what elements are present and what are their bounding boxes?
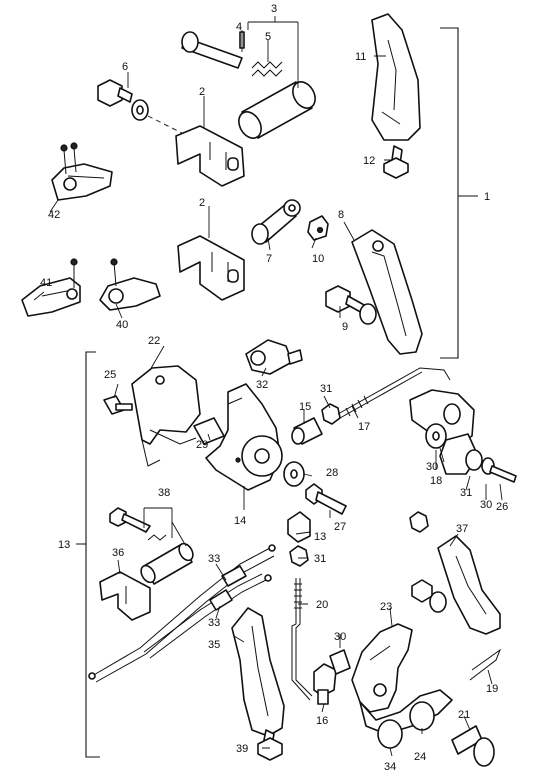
callout-20: 20 xyxy=(316,599,328,611)
callout-13-left: 13 xyxy=(58,539,70,551)
clip-19 xyxy=(469,648,502,681)
callout-34: 34 xyxy=(384,761,396,773)
group-1-bracket xyxy=(440,27,478,359)
clip-40 xyxy=(99,258,161,311)
nut-31-middle xyxy=(289,545,309,567)
sleeve-38 xyxy=(140,542,194,585)
collar-29 xyxy=(193,417,225,445)
pin-21 xyxy=(451,725,495,767)
callout-23: 23 xyxy=(380,601,392,613)
callout-33-lower: 33 xyxy=(208,617,220,629)
lever-arm-11 xyxy=(371,13,421,141)
callout-2-lower: 2 xyxy=(199,197,205,209)
bolt-27 xyxy=(305,483,347,515)
bolt-12 xyxy=(383,145,409,179)
sleeve-part xyxy=(238,81,316,139)
bolt-part xyxy=(181,31,245,69)
callout-37: 37 xyxy=(456,523,468,535)
collar-30-lower xyxy=(329,649,351,675)
main-lever-14 xyxy=(205,383,283,491)
plate-23 xyxy=(351,623,453,735)
callout-35: 35 xyxy=(208,639,220,651)
callout-11: 11 xyxy=(355,51,366,63)
callout-18: 18 xyxy=(430,475,442,487)
callout-13-joint: 13 xyxy=(314,531,326,543)
screw-25 xyxy=(103,395,133,415)
callout-40: 40 xyxy=(116,319,128,331)
bushing-15 xyxy=(291,417,323,445)
group-13-bracket xyxy=(76,351,100,758)
lever-arm-8 xyxy=(351,229,423,355)
clip-41 xyxy=(21,258,81,317)
callout-22: 22 xyxy=(148,335,160,347)
callout-32: 32 xyxy=(256,379,268,391)
bracket-2-upper xyxy=(175,125,245,187)
nut-31-upper xyxy=(321,403,341,425)
washer-24 xyxy=(409,701,435,731)
leader-lines xyxy=(33,16,503,757)
bolt-39 xyxy=(257,729,283,761)
callout-24: 24 xyxy=(414,751,426,763)
callout-41: 41 xyxy=(40,277,52,289)
callout-21: 21 xyxy=(458,709,470,721)
spring-part xyxy=(251,61,283,77)
callout-36: 36 xyxy=(112,547,124,559)
callout-25: 25 xyxy=(104,369,116,381)
washer-28 xyxy=(283,461,305,487)
callout-3: 3 xyxy=(271,3,277,15)
cable-33 xyxy=(88,544,276,683)
callout-12: 12 xyxy=(363,155,375,167)
callout-30-collar: 30 xyxy=(334,631,346,643)
callout-17: 17 xyxy=(358,421,370,433)
callout-1: 1 xyxy=(484,191,490,203)
bracket-36 xyxy=(99,571,151,621)
callout-10: 10 xyxy=(312,253,324,265)
lever-arm-35 xyxy=(231,607,285,737)
callout-42: 42 xyxy=(48,209,60,221)
callout-4: 4 xyxy=(236,21,242,33)
callout-31-middle: 31 xyxy=(314,553,326,565)
washer-34 xyxy=(377,719,403,749)
rod-20 xyxy=(291,578,313,701)
callout-31-bracket: 31 xyxy=(460,487,472,499)
callout-8: 8 xyxy=(338,209,344,221)
callout-26: 26 xyxy=(496,501,508,513)
callout-14: 14 xyxy=(234,515,246,527)
callout-38: 38 xyxy=(158,487,170,499)
bracket-18 xyxy=(409,389,517,483)
bolt-washer-lower xyxy=(411,579,447,613)
callout-2-upper: 2 xyxy=(199,86,205,98)
joint-13 xyxy=(287,511,311,543)
bolt-38 xyxy=(109,507,167,541)
clip-10 xyxy=(307,215,329,241)
callout-27: 27 xyxy=(334,521,346,533)
lever-arm-37 xyxy=(437,535,501,635)
bolt-washer-part xyxy=(97,79,149,121)
bolt-9 xyxy=(325,285,377,325)
clip-16 xyxy=(313,663,337,705)
callout-30-bolt: 30 xyxy=(480,499,492,511)
callout-30-bracket: 30 xyxy=(426,461,438,473)
callout-7: 7 xyxy=(266,253,272,265)
callout-33-upper: 33 xyxy=(208,553,220,565)
callout-19: 19 xyxy=(486,683,498,695)
callout-5: 5 xyxy=(265,31,271,43)
callout-31-upper: 31 xyxy=(320,383,332,395)
nut-small xyxy=(409,511,429,533)
callout-28: 28 xyxy=(326,467,338,479)
plate-22 xyxy=(131,365,201,467)
rod-end-7 xyxy=(251,199,301,245)
callout-16: 16 xyxy=(316,715,328,727)
callout-15: 15 xyxy=(299,401,311,413)
callout-6: 6 xyxy=(122,61,128,73)
bracket-2-lower xyxy=(177,235,245,301)
joint-32 xyxy=(245,339,303,375)
callout-39: 39 xyxy=(236,743,248,755)
callout-9: 9 xyxy=(342,321,348,333)
callout-29: 29 xyxy=(196,439,208,451)
clip-42 xyxy=(51,142,113,201)
